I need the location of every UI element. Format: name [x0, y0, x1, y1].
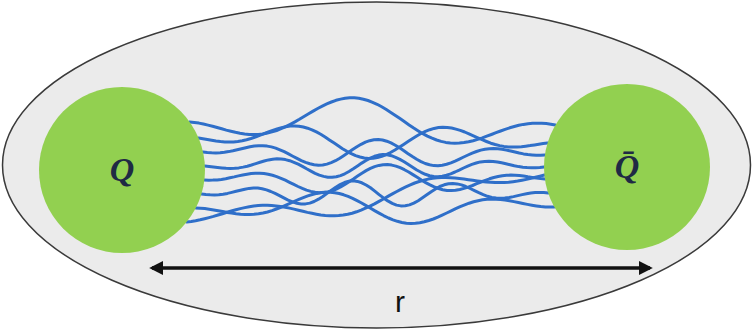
antiquark-circle: Q̄ [544, 84, 710, 250]
flux-string [187, 175, 545, 222]
flux-string [199, 126, 548, 158]
distance-label: r [395, 287, 405, 317]
quark-symbol: Q̄ [615, 150, 640, 184]
distance-arrow [152, 266, 650, 270]
quark-symbol: Q [110, 153, 135, 187]
hadron-ellipse [3, 2, 751, 328]
flux-string [190, 98, 556, 144]
quark-circle: Q [39, 87, 205, 253]
